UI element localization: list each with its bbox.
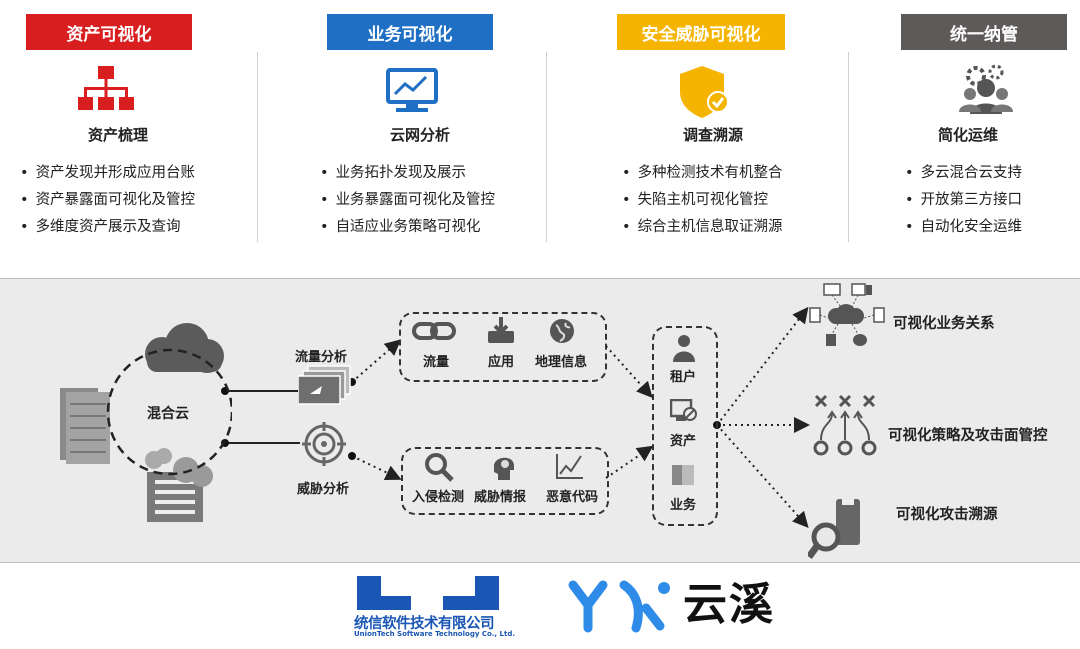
bullet-item: 失陷主机可视化管控: [622, 187, 783, 214]
uniontech-logo-en: UnionTech Software Technology Co., Ltd.: [354, 630, 516, 638]
line-chart-icon: [556, 454, 583, 479]
subtitle-asset: 资产梳理: [87, 126, 148, 144]
threat-analysis-label: 威胁分析: [297, 482, 350, 497]
malware-label: 恶意代码: [546, 490, 599, 505]
yunxi-logo-text: 云溪: [683, 579, 775, 630]
bullet-item: 多种检测技术有机整合: [622, 160, 783, 187]
bullet-item: 资产发现并形成应用台账: [20, 160, 196, 187]
bullet-item: 资产暴露面可视化及管控: [20, 187, 196, 214]
yunxi-logo-mark: [568, 580, 670, 633]
bullet-item: 多云混合云支持: [905, 160, 1023, 187]
monitor-chart-icon: [386, 68, 438, 112]
target-icon: [302, 422, 346, 466]
shield-check-icon: [680, 66, 729, 118]
server-rack-icon: [60, 388, 110, 464]
bullet-item: 综合主机信息取证溯源: [622, 214, 783, 241]
bullets-asset: 资产发现并形成应用台账 资产暴露面可视化及管控 多维度资产展示及查询: [20, 160, 196, 241]
tenant-icon: [673, 335, 695, 362]
cloud-icon: [145, 323, 224, 373]
head-gear-icon: [494, 457, 514, 480]
uniontech-logo-mark: [357, 576, 499, 610]
asset-label: 资产: [670, 434, 697, 449]
traffic-box: [399, 312, 607, 382]
subtitle-business: 云网分析: [389, 126, 450, 144]
bullet-item: 多维度资产展示及查询: [20, 214, 195, 241]
column-threat: 安全威胁可视化 调查溯源 多种检测技术有机整合 失陷主机可视化管控 综合主机信息…: [600, 14, 850, 244]
column-asset: 资产可视化 资产梳理 资产发现并形成应用台账 资产暴露面可视化及管控 多维度资产…: [0, 14, 260, 244]
output-strategy-control: 可视化策略及攻击面管控: [888, 428, 1048, 444]
uniontech-logo-cn: 统信软件技术有限公司: [354, 616, 495, 632]
traffic-label: 流量: [423, 355, 450, 370]
output-attack-trace: 可视化攻击溯源: [896, 507, 998, 523]
tenant-label: 租户: [670, 370, 697, 385]
strategy-icon: [813, 394, 877, 456]
bullets-business: 业务拓扑发现及展示 业务暴露面可视化及管控 自适应业务策略可视化: [320, 160, 496, 241]
banner-business: 业务可视化: [327, 14, 493, 50]
bullet-item: 自动化安全运维: [905, 214, 1023, 241]
hybrid-cloud-graphic: [60, 323, 232, 522]
entities-box: [652, 326, 718, 526]
banner-threat: 安全威胁可视化: [617, 14, 785, 50]
bullet-item: 业务暴露面可视化及管控: [320, 187, 496, 214]
bullets-unified: 多云混合云支持 开放第三方接口 自动化安全运维: [905, 160, 1023, 241]
attack-trace-icon: [808, 499, 860, 560]
app-download-icon: [488, 317, 514, 343]
banner-unified: 统一纳管: [901, 14, 1067, 50]
subtitle-unified: 简化运维: [937, 126, 998, 144]
banner-asset: 资产可视化: [26, 14, 192, 50]
output-business-relation: 可视化业务关系: [893, 316, 995, 332]
business-icon: [672, 465, 694, 485]
network-topology-icon: [809, 283, 885, 346]
threat-intel-label: 威胁情报: [474, 490, 527, 505]
threat-detect-box: [401, 447, 609, 515]
search-icon: [425, 453, 454, 482]
column-separator: [546, 52, 547, 242]
hybrid-cloud-label: 混合云: [147, 406, 189, 422]
column-separator: [257, 52, 258, 242]
bullet-item: 自适应业务策略可视化: [320, 214, 495, 241]
bullet-item: 开放第三方接口: [905, 187, 1023, 214]
subtitle-threat: 调查溯源: [682, 126, 743, 144]
users-gear-icon: [959, 64, 1013, 114]
globe-icon: [550, 319, 574, 343]
intrusion-detect-label: 入侵检测: [412, 490, 465, 505]
application-label: 应用: [488, 355, 515, 370]
org-chart-icon: [78, 66, 134, 110]
link-icon: [412, 322, 456, 340]
bullets-threat: 多种检测技术有机整合 失陷主机可视化管控 综合主机信息取证溯源: [622, 160, 783, 241]
geo-info-label: 地理信息: [535, 355, 588, 370]
bullet-item: 业务拓扑发现及展示: [320, 160, 495, 187]
building-icon: [145, 448, 213, 522]
column-separator: [848, 52, 849, 242]
column-business: 业务可视化 云网分析 业务拓扑发现及展示 业务暴露面可视化及管控 自适应业务策略…: [300, 14, 550, 244]
column-unified: 统一纳管 简化运维 多云混合云支持 开放第三方接口 自动化安全运维: [880, 14, 1080, 244]
business-label: 业务: [670, 498, 697, 513]
stacked-windows-icon: [298, 365, 351, 405]
asset-icon: [670, 399, 697, 421]
flow-analysis-label: 流量分析: [295, 350, 348, 365]
